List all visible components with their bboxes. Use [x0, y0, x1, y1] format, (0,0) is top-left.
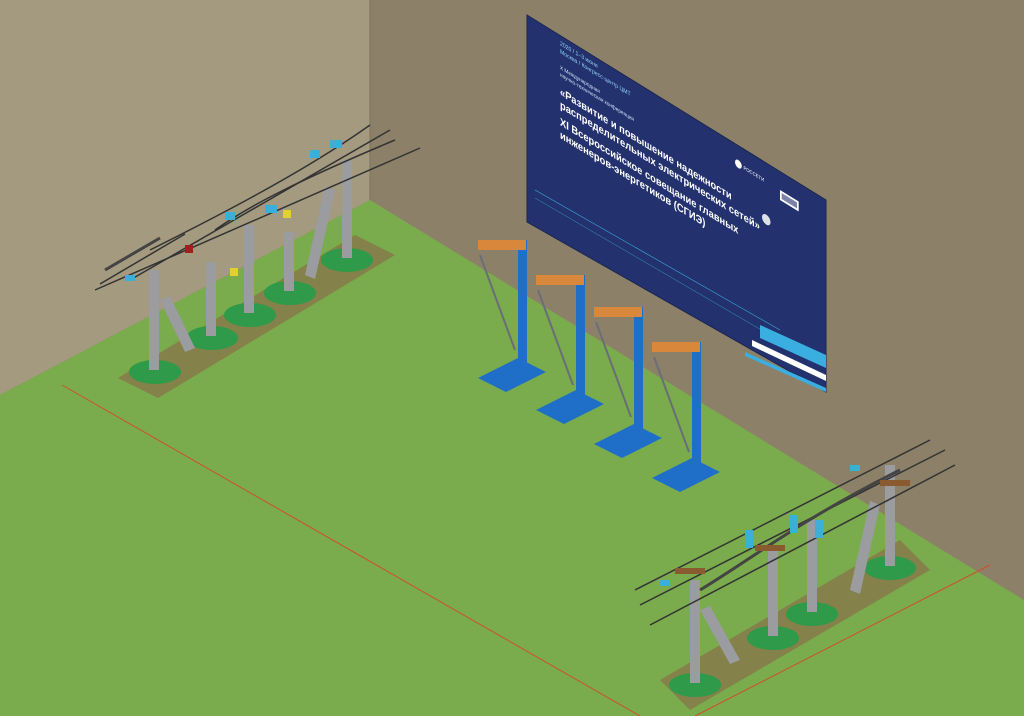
rosseti-logo-icon: [735, 159, 742, 169]
presentation-screen: 2020 / 1–3 июня Москва / Конгресс-центр …: [526, 14, 827, 393]
center-stands: [478, 240, 720, 492]
left-wall: [0, 0, 370, 395]
left-pole-group: [94, 124, 421, 398]
right-pole-group: [634, 439, 956, 710]
ministry-emblem-icon: [762, 213, 771, 226]
floor-marking-line: [694, 564, 991, 716]
floor-marking-line: [61, 384, 641, 716]
